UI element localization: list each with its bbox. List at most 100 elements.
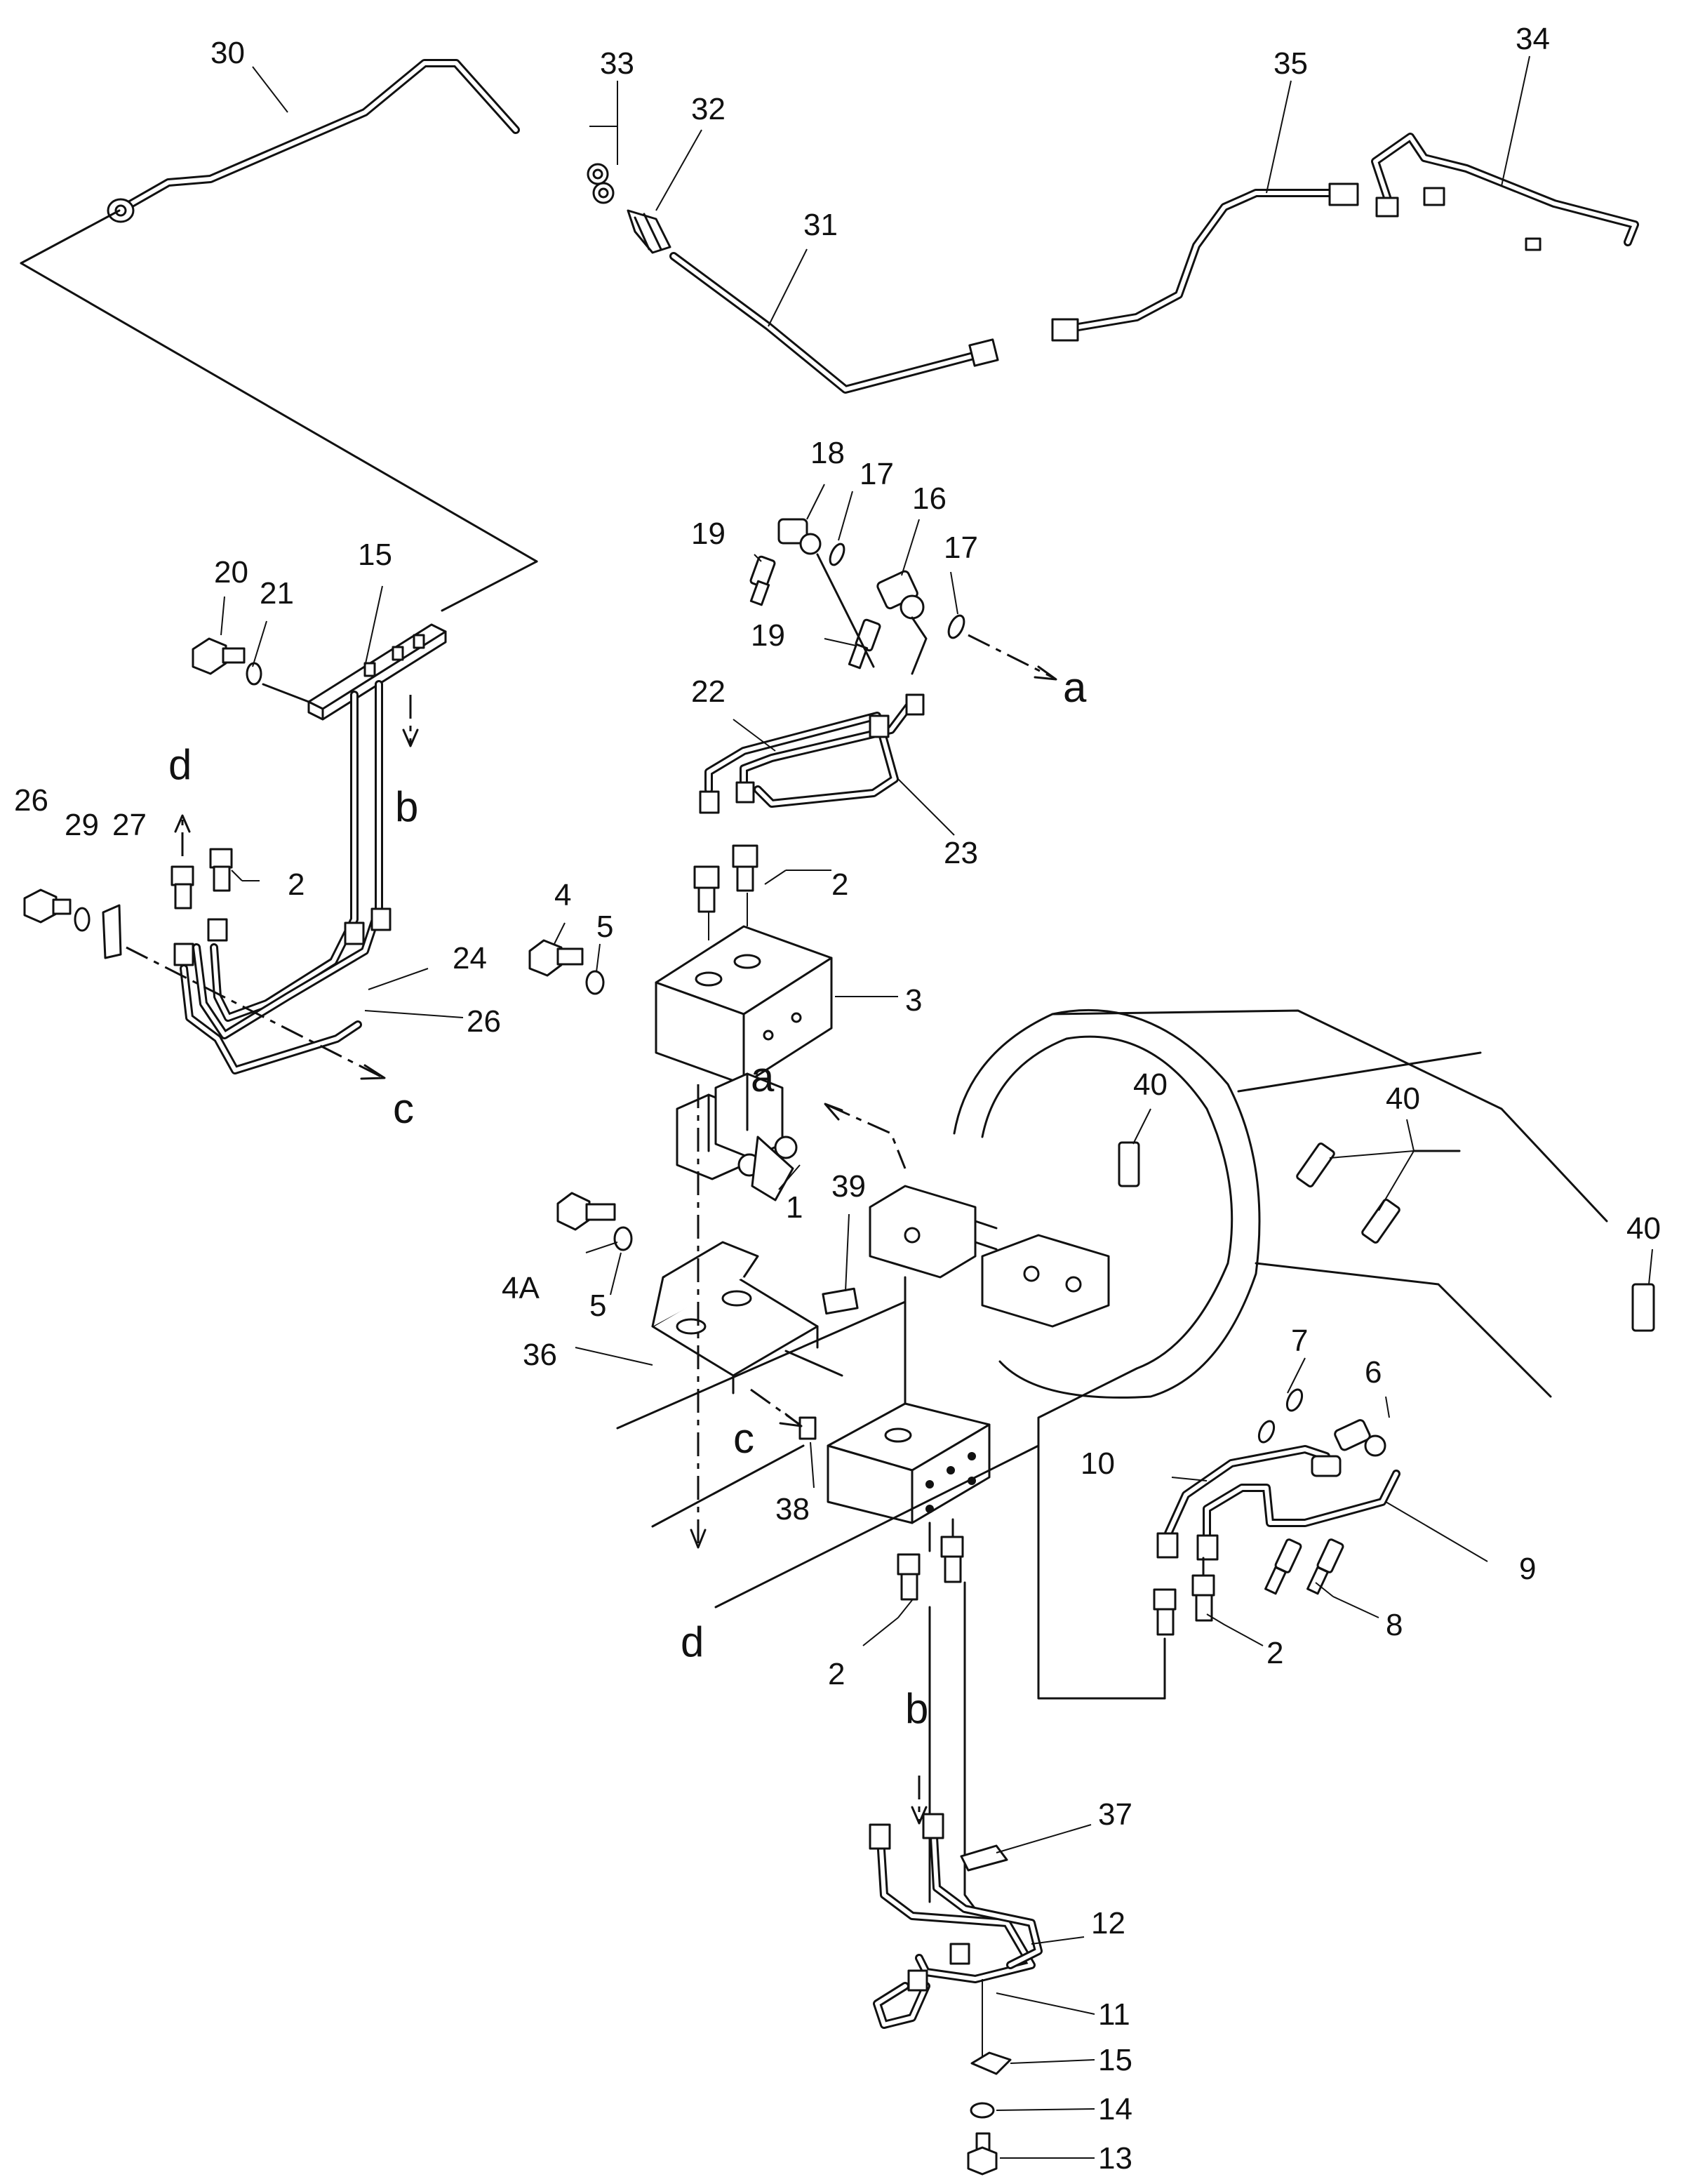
arrow-head <box>824 1103 843 1121</box>
bolt-icon <box>528 939 584 977</box>
label-10: 10 <box>1081 1446 1115 1481</box>
label-40c: 40 <box>1626 1211 1661 1246</box>
pipe-25-26 <box>173 680 392 1074</box>
fitting-32 <box>627 209 671 254</box>
label-17a: 17 <box>860 457 894 491</box>
label-22: 21 <box>260 576 294 611</box>
pipe-34 <box>1371 133 1639 251</box>
label-17b: 17 <box>944 531 978 565</box>
pipe-23-24 <box>699 693 925 814</box>
label-4: 4 <box>554 878 571 912</box>
bolts-8 <box>1264 1538 1344 1595</box>
label-leaders <box>220 55 1653 2159</box>
label-31: 31 <box>803 208 838 242</box>
fitting-18 <box>876 570 925 620</box>
label-19: 18 <box>810 436 845 470</box>
arrow-head <box>779 1413 803 1427</box>
connector-label-a-lower: a <box>751 1053 775 1100</box>
label-33: 33 <box>600 46 634 81</box>
label-6: 6 <box>1365 1355 1382 1390</box>
label-30: 30 <box>210 36 245 70</box>
pad-39 <box>822 1287 859 1315</box>
label-2-right: 2 <box>1266 1636 1283 1670</box>
leader-line <box>441 560 538 612</box>
washer-icon <box>613 1226 633 1251</box>
label-20b: 19 <box>751 618 785 653</box>
arrow-head <box>174 814 191 833</box>
pipe-9-10 <box>1156 1445 1400 1561</box>
hose-35 <box>1051 182 1359 342</box>
connector-line-a-lower <box>827 1104 907 1169</box>
arrow-head <box>402 728 419 747</box>
connector-label-a-upper: a <box>1063 664 1087 711</box>
pipe-31 <box>669 252 999 394</box>
label-26: 26 <box>467 1004 501 1039</box>
label-34: 34 <box>1516 22 1550 56</box>
label-36: 36 <box>523 1338 557 1372</box>
leader-line <box>262 683 310 703</box>
label-15: 15 <box>1098 2043 1132 2077</box>
label-12: 12 <box>1091 1906 1125 1940</box>
pad-38 <box>798 1416 817 1440</box>
label-27: 27 <box>112 808 147 842</box>
wear-pad-40 <box>1118 1141 1655 1332</box>
label-13: 13 <box>1098 2141 1132 2176</box>
label-23: 22 <box>691 674 726 709</box>
washer-icon <box>585 970 605 995</box>
label-21: 20 <box>214 555 248 590</box>
label-1: 1 <box>786 1190 803 1225</box>
clamps-33 <box>587 163 615 204</box>
label-3: 3 <box>905 983 922 1018</box>
fitting-2-lower-center <box>897 1536 964 1601</box>
fitting-icon <box>107 198 135 223</box>
leader-line <box>784 1350 843 1377</box>
bolt-icon <box>192 637 246 675</box>
valve-block-center <box>869 1185 1110 1328</box>
leader-line <box>616 1300 1040 1609</box>
label-9: 9 <box>1519 1552 1536 1586</box>
fitting-19 <box>777 518 822 555</box>
o-ring-icon <box>829 542 845 566</box>
fitting-6 <box>1311 1419 1386 1477</box>
connector-line-c-left <box>126 946 383 1079</box>
part-labels: 30 33 32 31 35 34 18 17 16 17 19 19 22 2… <box>14 22 1661 2176</box>
clip-15 <box>970 2051 1012 2075</box>
label-39: 39 <box>831 1169 866 1204</box>
connector-line-a <box>968 634 1053 679</box>
arrow-head <box>911 1806 928 1825</box>
label-4A: 4A <box>502 1271 540 1305</box>
label-25: 24 <box>453 941 487 976</box>
label-26-left: 26 <box>14 783 48 818</box>
label-35: 35 <box>1273 46 1308 81</box>
label-18: 16 <box>912 481 947 516</box>
bolt-icon <box>967 2132 998 2176</box>
manifold-block-3 <box>655 925 833 1086</box>
fitting-2-right <box>1153 1574 1215 1636</box>
label-32: 32 <box>691 92 726 126</box>
label-5-lower: 5 <box>589 1289 606 1323</box>
bracket-37 <box>960 1844 1008 1872</box>
connector-label-c-left: c <box>393 1085 414 1132</box>
label-7: 7 <box>1291 1324 1308 1358</box>
fitting-2-upper <box>693 844 758 913</box>
label-5-upper: 5 <box>596 910 613 944</box>
label-24: 23 <box>944 836 978 870</box>
bolt-20a <box>749 555 776 606</box>
leader-line <box>816 553 928 675</box>
block-16 <box>307 623 447 721</box>
label-29: 29 <box>65 808 99 842</box>
manifold-block-lower <box>827 1402 991 1524</box>
leader-line <box>20 262 538 563</box>
arrow-head <box>360 1064 386 1080</box>
washer-icon <box>74 907 91 932</box>
label-16: 15 <box>358 538 392 572</box>
solenoid-valve-1 <box>676 1072 798 1201</box>
connector-label-d-lower: d <box>681 1618 704 1665</box>
label-14: 14 <box>1098 2092 1132 2126</box>
pipe-11-12 <box>869 1813 1043 2029</box>
washer-icon <box>970 2102 995 2119</box>
label-2-lower: 2 <box>828 1657 845 1691</box>
connector-labels: a a b b c c d d <box>168 664 1087 1732</box>
connector-label-b-upper: b <box>395 783 418 830</box>
